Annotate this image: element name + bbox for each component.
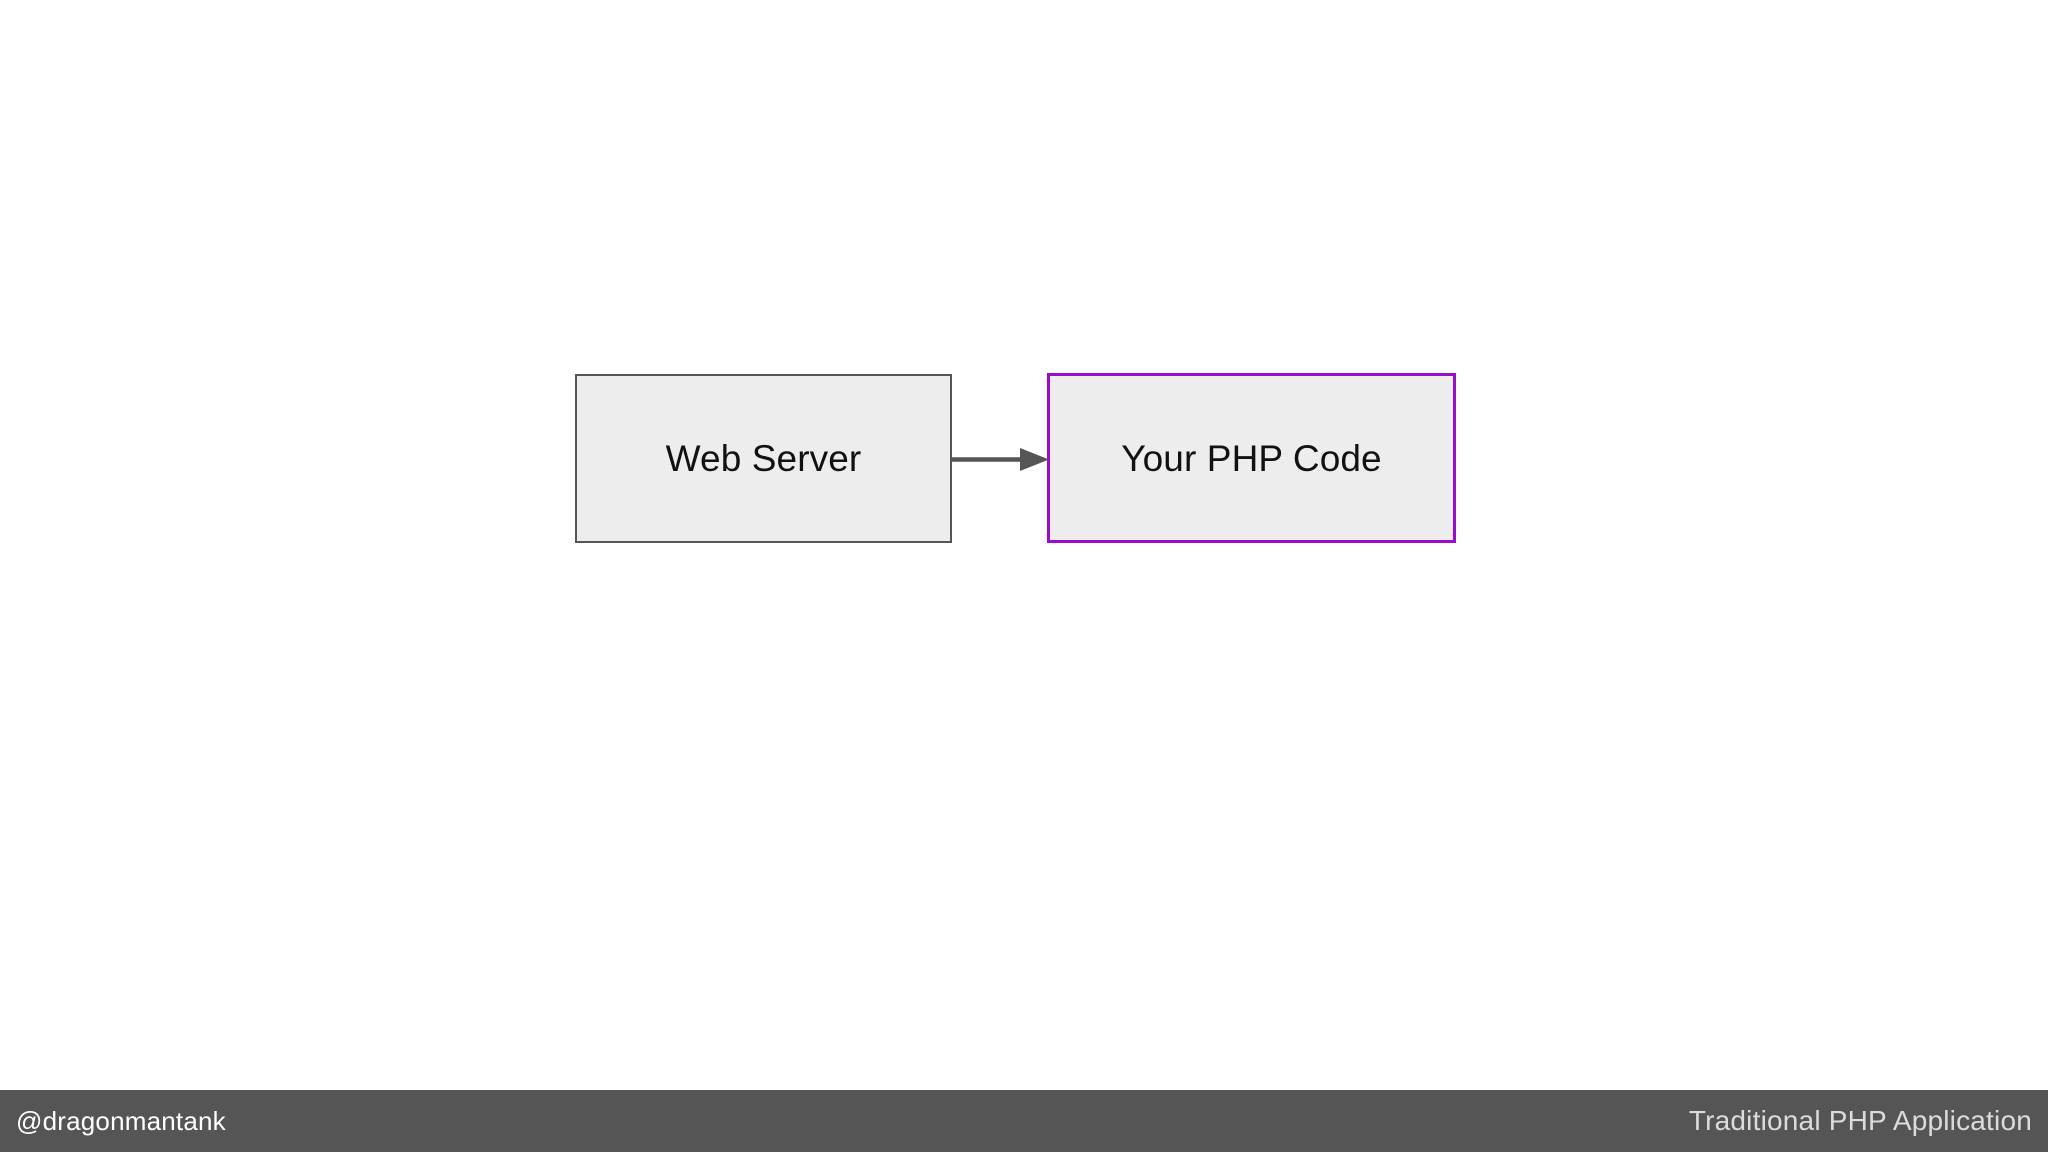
diagram-node-label: Your PHP Code — [1121, 437, 1382, 479]
diagram-node-php-code[interactable]: Your PHP Code — [1047, 373, 1456, 543]
diagram-node-label: Web Server — [665, 438, 862, 479]
arrow-right-icon — [951, 448, 1049, 471]
diagram-edge-web-server-to-php-code — [950, 438, 1054, 482]
flow-diagram: Web Server Your PHP Code — [575, 373, 1456, 543]
diagram-node-web-server[interactable]: Web Server — [575, 374, 952, 543]
footer-caption: Traditional PHP Application — [1688, 1105, 2032, 1136]
slide-footer: @dragonmantank Traditional PHP Applicati… — [0, 1090, 2048, 1152]
footer-handle: @dragonmantank — [16, 1106, 226, 1136]
